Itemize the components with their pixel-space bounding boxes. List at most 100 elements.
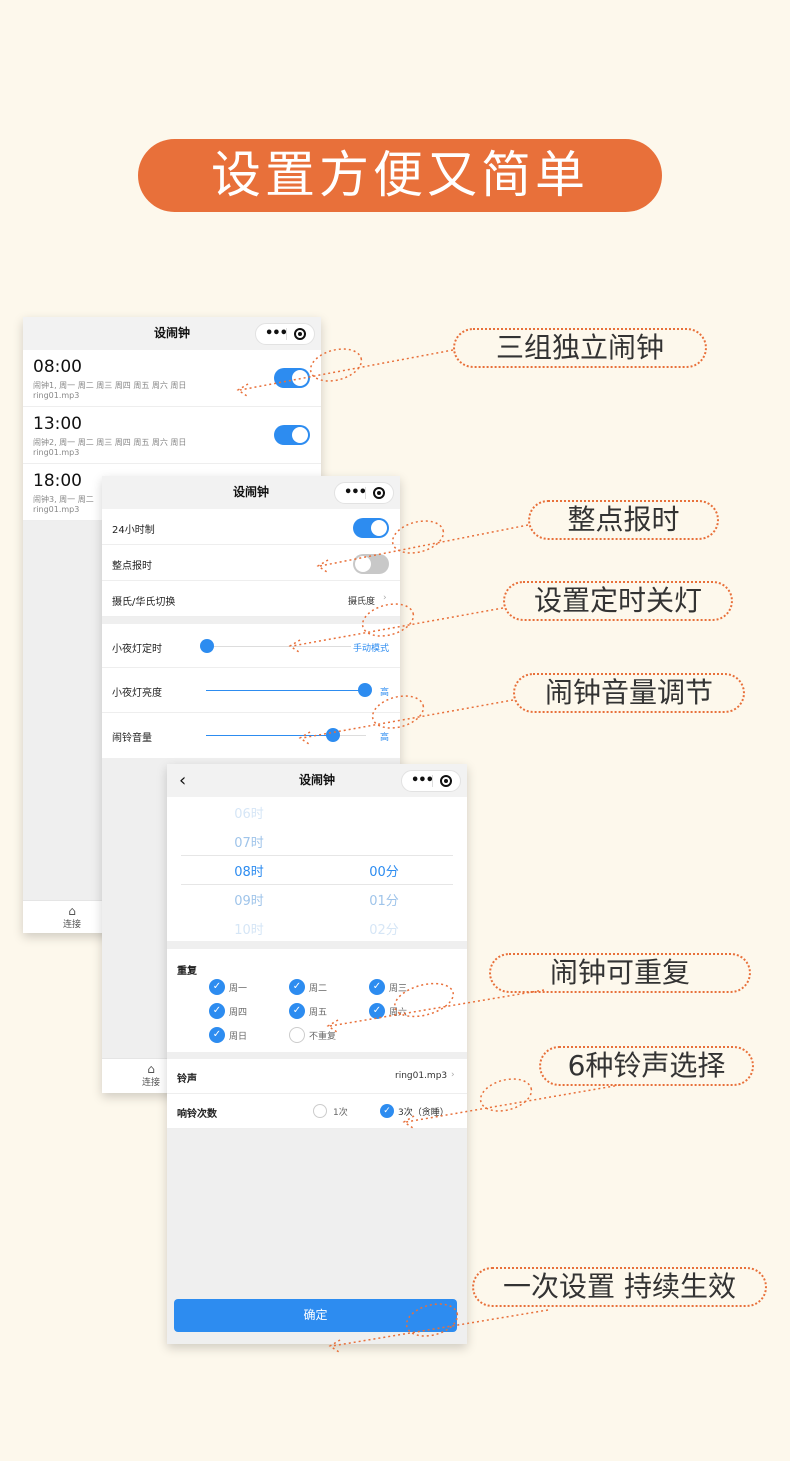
- alarm-ringtone: ring01.mp3: [33, 391, 80, 400]
- brightness-track: [206, 690, 366, 691]
- page-title: 设闹钟: [232, 485, 269, 499]
- setting-label: 24小时制: [112, 525, 155, 536]
- tab-connect[interactable]: ⌂ 连接: [131, 1063, 171, 1088]
- alarm-time: 13:00: [33, 414, 82, 434]
- hourly-chime-toggle[interactable]: [353, 554, 389, 574]
- more-icon[interactable]: •••: [344, 485, 367, 500]
- setting-temp-unit[interactable]: 摄氏/华氏切换 摄氏度 ›: [102, 581, 400, 617]
- callout-chime: 整点报时: [528, 500, 719, 540]
- day-checkbox-sat[interactable]: ✓: [369, 1003, 385, 1019]
- chevron-right-icon: ›: [383, 593, 387, 603]
- tab-connect[interactable]: ⌂ 连接: [52, 905, 92, 930]
- ring-count-radio-3[interactable]: ✓: [380, 1104, 394, 1118]
- setting-label: 整点报时: [112, 561, 152, 572]
- alarm-days: 闹钟3, 周一 周二: [33, 495, 94, 504]
- title-bar: 设闹钟 •••: [102, 476, 400, 509]
- callout-repeat: 闹钟可重复: [489, 953, 751, 993]
- ring-count-option: 1次: [333, 1108, 348, 1118]
- ring-count-radio-1[interactable]: [313, 1104, 327, 1118]
- banner-title: 设置方便又简单: [138, 139, 662, 212]
- night-timer-slider[interactable]: [200, 639, 214, 653]
- setting-hourly-chime[interactable]: 整点报时: [102, 545, 400, 581]
- minute-option-selected[interactable]: 00分: [369, 865, 399, 880]
- ring-count-option: 3次（贪睡）: [398, 1108, 449, 1118]
- time-picker[interactable]: 06时 07时 08时 00分 09时 01分 10时 02分: [167, 797, 467, 941]
- day-label: 周三: [389, 984, 408, 994]
- alarm-row-1[interactable]: 08:00 闹钟1, 周一 周二 周三 周四 周五 周六 周日 ring01.m…: [23, 350, 321, 407]
- callout-ringtones: 6种铃声选择: [539, 1046, 754, 1086]
- title-bar: 设闹钟 •••: [23, 317, 321, 350]
- alarm-days: 闹钟2, 周一 周二 周三 周四 周五 周六 周日: [33, 438, 187, 447]
- alarm-days: 闹钟1, 周一 周二 周三 周四 周五 周六 周日: [33, 381, 187, 390]
- alarm-ringtone: ring01.mp3: [33, 505, 80, 514]
- setting-label: 摄氏/华氏切换: [112, 597, 176, 608]
- title-bar: ‹ 设闹钟 •••: [167, 764, 467, 797]
- callout-alarms: 三组独立闹钟: [453, 328, 707, 368]
- ring-count-row[interactable]: 响铃次数 1次 ✓ 3次（贪睡）: [167, 1094, 467, 1129]
- alarm-ringtone: ring01.mp3: [33, 448, 80, 457]
- capsule-menu[interactable]: •••: [255, 323, 315, 345]
- day-label: 周五: [309, 1008, 328, 1018]
- volume-slider[interactable]: [326, 728, 340, 742]
- ringtone-row[interactable]: 铃声 ring01.mp3 ›: [167, 1059, 467, 1094]
- more-icon[interactable]: •••: [411, 773, 434, 788]
- close-mini-program-icon[interactable]: [373, 487, 385, 499]
- day-label: 周六: [389, 1008, 408, 1018]
- hour-option[interactable]: 06时: [234, 807, 264, 822]
- tab-label: 连接: [141, 1078, 160, 1088]
- day-label: 周一: [229, 984, 248, 994]
- brightness-slider[interactable]: [358, 683, 372, 697]
- more-icon[interactable]: •••: [265, 326, 288, 341]
- day-label: 周二: [309, 984, 328, 994]
- day-checkbox-fri[interactable]: ✓: [289, 1003, 305, 1019]
- minute-option[interactable]: 02分: [369, 923, 399, 938]
- back-icon[interactable]: ‹: [179, 770, 187, 791]
- setting-night-timer[interactable]: 小夜灯定时 手动模式: [102, 624, 400, 668]
- setting-night-brightness[interactable]: 小夜灯亮度 高: [102, 668, 400, 713]
- 24h-toggle[interactable]: [353, 518, 389, 538]
- alarm-row-2[interactable]: 13:00 闹钟2, 周一 周二 周三 周四 周五 周六 周日 ring01.m…: [23, 407, 321, 464]
- day-label: 不重复: [309, 1032, 337, 1042]
- setting-label: 小夜灯定时: [112, 644, 162, 655]
- chevron-right-icon: ›: [451, 1070, 455, 1080]
- day-checkbox-mon[interactable]: ✓: [209, 979, 225, 995]
- callout-persist: 一次设置 持续生效: [472, 1267, 767, 1307]
- tab-label: 连接: [62, 920, 81, 930]
- day-checkbox-tue[interactable]: ✓: [289, 979, 305, 995]
- alarm-time: 18:00: [33, 471, 82, 491]
- close-mini-program-icon[interactable]: [294, 328, 306, 340]
- setting-label: 小夜灯亮度: [112, 688, 162, 699]
- alarm-toggle[interactable]: [274, 368, 310, 388]
- close-mini-program-icon[interactable]: [440, 775, 452, 787]
- minute-option[interactable]: 01分: [369, 894, 399, 909]
- home-icon: ⌂: [147, 1062, 155, 1076]
- day-checkbox-sun[interactable]: ✓: [209, 1027, 225, 1043]
- night-timer-value: 手动模式: [353, 644, 390, 654]
- day-label: 周四: [229, 1008, 248, 1018]
- day-checkbox-wed[interactable]: ✓: [369, 979, 385, 995]
- setting-volume[interactable]: 闹铃音量 高: [102, 713, 400, 758]
- hour-option[interactable]: 09时: [234, 894, 264, 909]
- alarm-toggle[interactable]: [274, 425, 310, 445]
- hour-option-selected[interactable]: 08时: [234, 865, 264, 880]
- callout-timer: 设置定时关灯: [503, 581, 733, 621]
- capsule-menu[interactable]: •••: [401, 770, 461, 792]
- edit-alarm-screen: ‹ 设闹钟 ••• 06时 07时 08时 00分 09时 01分 10时 02…: [167, 764, 467, 1344]
- volume-track-fill: [206, 735, 334, 736]
- volume-value: 高: [380, 733, 390, 743]
- hour-option[interactable]: 07时: [234, 836, 264, 851]
- capsule-menu[interactable]: •••: [334, 482, 394, 504]
- setting-24h[interactable]: 24小时制: [102, 509, 400, 545]
- repeat-label: 重复: [177, 966, 197, 977]
- temp-unit-value: 摄氏度: [348, 597, 376, 607]
- leader-ellipse: [479, 1078, 533, 1112]
- hour-option[interactable]: 10时: [234, 923, 264, 938]
- day-checkbox-thu[interactable]: ✓: [209, 1003, 225, 1019]
- repeat-section: 重复 ✓ 周一 ✓ 周二 ✓ 周三 ✓ 周四 ✓ 周五 ✓ 周六 ✓ 周日 不重…: [167, 949, 467, 1052]
- ring-count-label: 响铃次数: [177, 1109, 217, 1120]
- page-title: 设闹钟: [153, 326, 190, 340]
- confirm-button[interactable]: 确定: [174, 1299, 457, 1332]
- picker-divider: [181, 855, 453, 856]
- no-repeat-checkbox[interactable]: [289, 1027, 305, 1043]
- home-icon: ⌂: [68, 904, 76, 918]
